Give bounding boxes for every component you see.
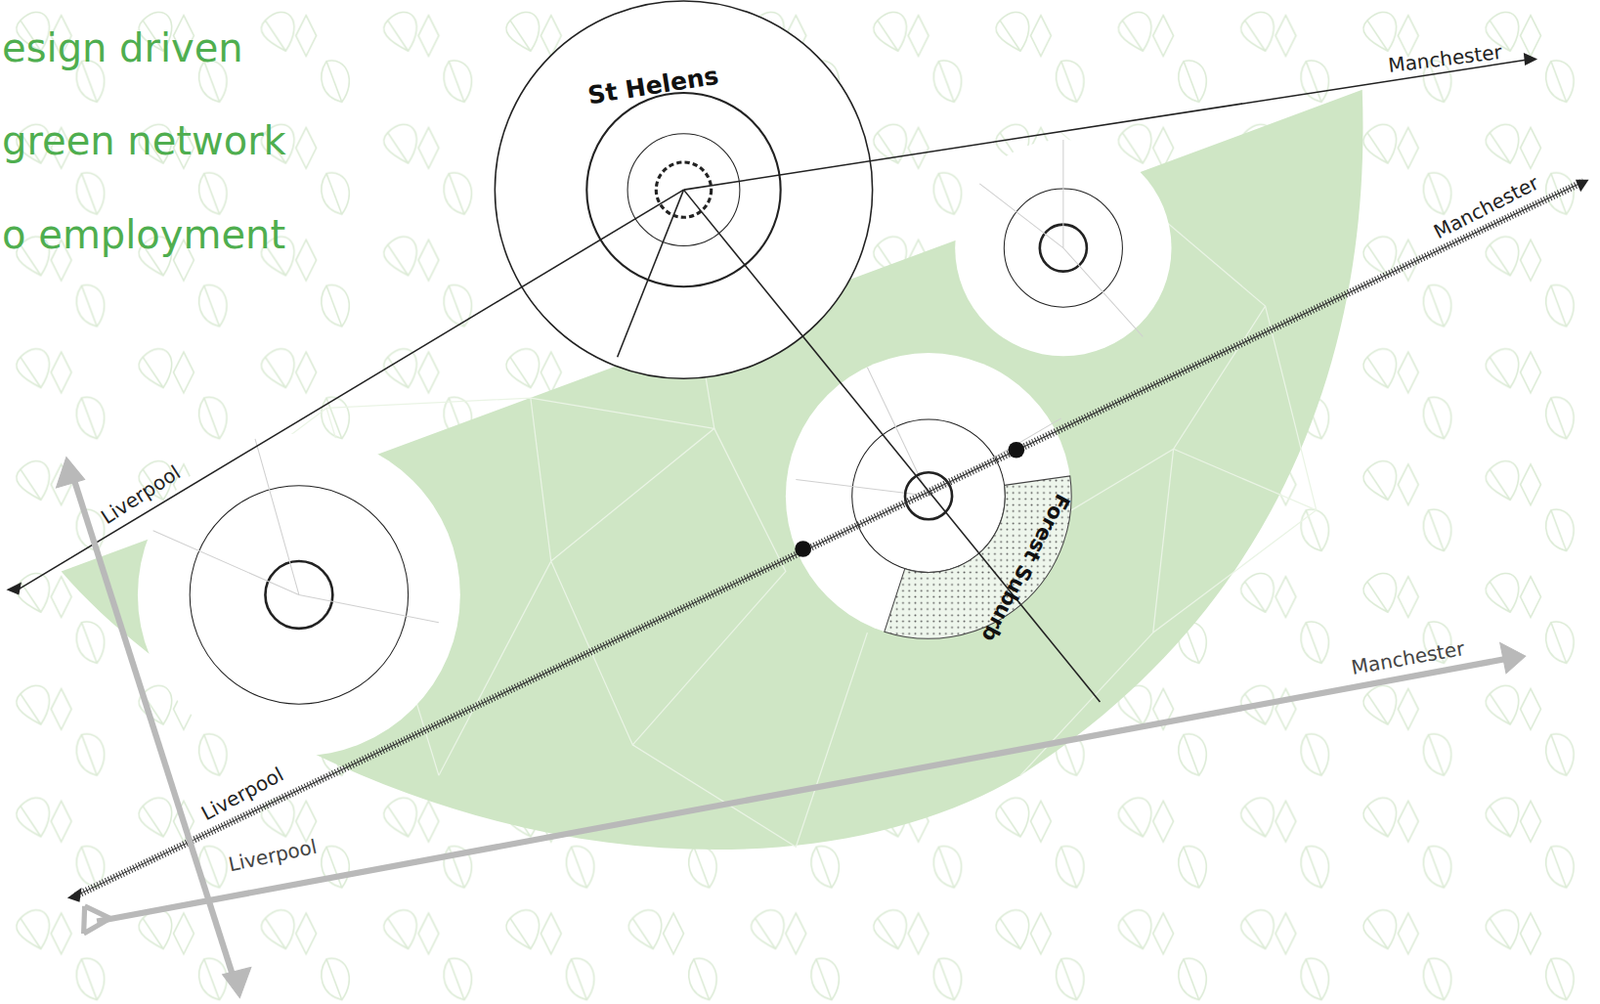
heading-fragment: esign driven: [1, 26, 244, 70]
grey-axes: [55, 457, 1525, 998]
green-zone: [61, 89, 1364, 850]
rail-line: [67, 179, 1590, 903]
heading-fragment: o employment: [1, 213, 286, 257]
heading-fragment: green network: [1, 119, 287, 163]
hub-centre: [905, 472, 952, 519]
town-circles: [137, 0, 1172, 756]
